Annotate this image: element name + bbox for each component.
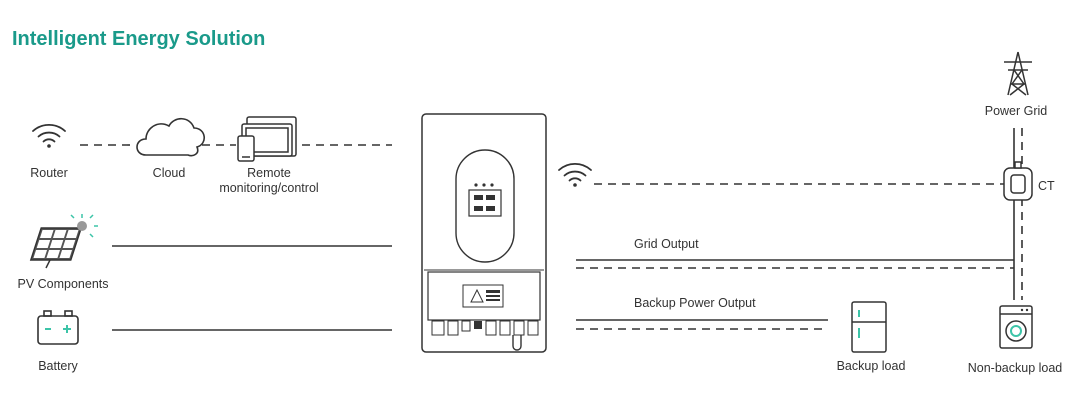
backup-load-label: Backup load <box>836 359 906 373</box>
battery-icon <box>37 310 79 345</box>
non-backup-load-label: Non-backup load <box>967 361 1063 375</box>
router-label: Router <box>30 166 68 180</box>
cloud-icon <box>136 117 205 157</box>
remote-label-line2: monitoring/control <box>219 181 319 195</box>
pv-label: PV Components <box>17 277 109 291</box>
ct-label: CT <box>1038 179 1055 193</box>
ct-clamp-icon <box>1003 161 1033 201</box>
washing-machine-icon <box>999 305 1033 349</box>
inverter-icon <box>421 113 547 353</box>
power-grid-tower-icon <box>1004 51 1032 96</box>
router-wifi-icon <box>32 124 66 148</box>
inverter-wifi-icon <box>558 163 592 187</box>
connection-lines <box>80 128 1023 331</box>
cloud-label: Cloud <box>152 166 186 180</box>
remote-monitoring-icon <box>237 116 297 162</box>
diagram-title: Intelligent Energy Solution <box>12 28 266 50</box>
backup-output-label: Backup Power Output <box>634 296 756 310</box>
battery-label: Battery <box>38 359 78 373</box>
sun-icon <box>70 214 98 238</box>
power-grid-label: Power Grid <box>984 104 1048 118</box>
refrigerator-icon <box>851 301 887 353</box>
grid-output-label: Grid Output <box>634 237 699 251</box>
pv-panel-icon <box>29 227 83 269</box>
remote-label-line1: Remote <box>247 166 291 180</box>
